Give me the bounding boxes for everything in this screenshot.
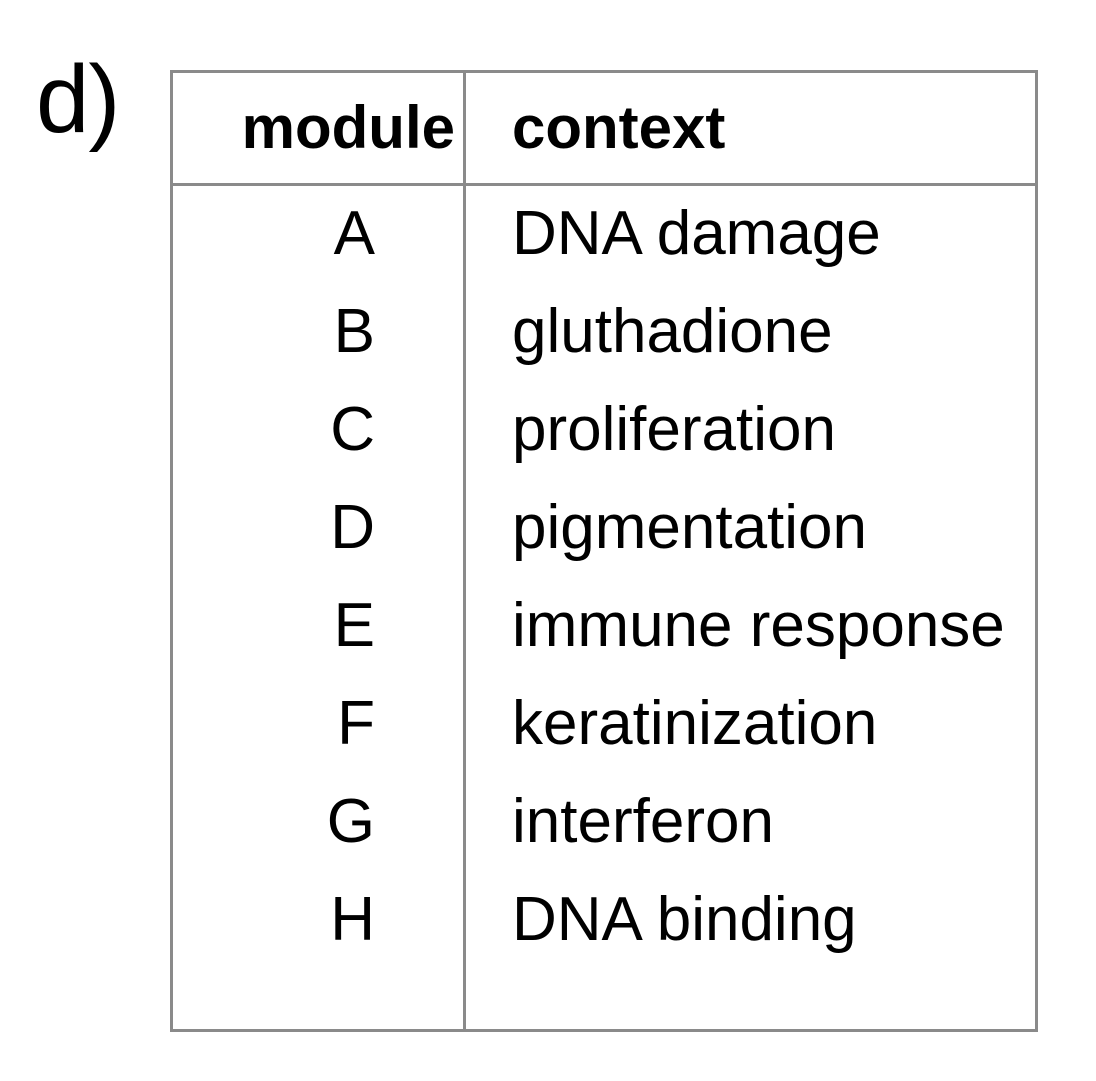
module-letter: C (330, 394, 375, 464)
cell-context: gluthadione (465, 283, 1037, 381)
table-row: B gluthadione (171, 282, 1037, 381)
table-row: D pigmentation (171, 478, 1037, 577)
context-text: keratinization (512, 688, 878, 758)
cell-module: D (171, 478, 466, 577)
module-context-table: module context A DNA damage B gluthadion… (170, 70, 1038, 1032)
table-row: E immune response (171, 576, 1037, 675)
cell-module: C (171, 380, 466, 479)
module-letter: D (330, 492, 375, 562)
context-text: DNA damage (512, 199, 881, 269)
cell-context: immune response (465, 577, 1037, 675)
cell-module: E (171, 576, 466, 675)
cell-context: interferon (465, 773, 1037, 871)
cell-module: B (171, 282, 466, 381)
column-header-context-label: context (512, 94, 726, 161)
cell-context: pigmentation (465, 479, 1037, 577)
column-header-context: context (464, 71, 1037, 186)
cell-module: A (171, 184, 466, 283)
table-row: C proliferation (171, 380, 1037, 479)
column-header-module: module (171, 71, 466, 186)
context-text: interferon (512, 786, 774, 856)
panel-label: d) (36, 46, 120, 153)
cell-context: proliferation (465, 381, 1037, 479)
table-bottom-spacer (171, 968, 1037, 1031)
table-row: H DNA binding (171, 870, 1037, 969)
cell-context: keratinization (465, 675, 1037, 773)
module-letter: B (333, 296, 375, 366)
context-text: immune response (512, 590, 1005, 660)
context-text: proliferation (512, 394, 836, 464)
context-text: DNA binding (512, 884, 857, 954)
context-text: pigmentation (512, 492, 868, 562)
cell-module-spacer (171, 968, 466, 1031)
module-letter: E (333, 590, 375, 660)
cell-context: DNA damage (465, 185, 1037, 283)
cell-module: F (171, 674, 466, 773)
table-row: G interferon (171, 772, 1037, 871)
table-row: F keratinization (171, 674, 1037, 773)
cell-context-spacer (465, 969, 1037, 1031)
column-header-module-label: module (241, 94, 455, 161)
module-letter: H (330, 884, 375, 954)
module-letter: A (333, 199, 375, 269)
table-row: A DNA damage (171, 184, 1037, 283)
module-letter: F (337, 688, 375, 758)
module-letter: G (326, 786, 375, 856)
context-text: gluthadione (512, 296, 833, 366)
cell-context: DNA binding (465, 871, 1037, 969)
table-header-row: module context (171, 71, 1037, 186)
cell-module: H (171, 870, 466, 969)
cell-module: G (171, 772, 466, 871)
